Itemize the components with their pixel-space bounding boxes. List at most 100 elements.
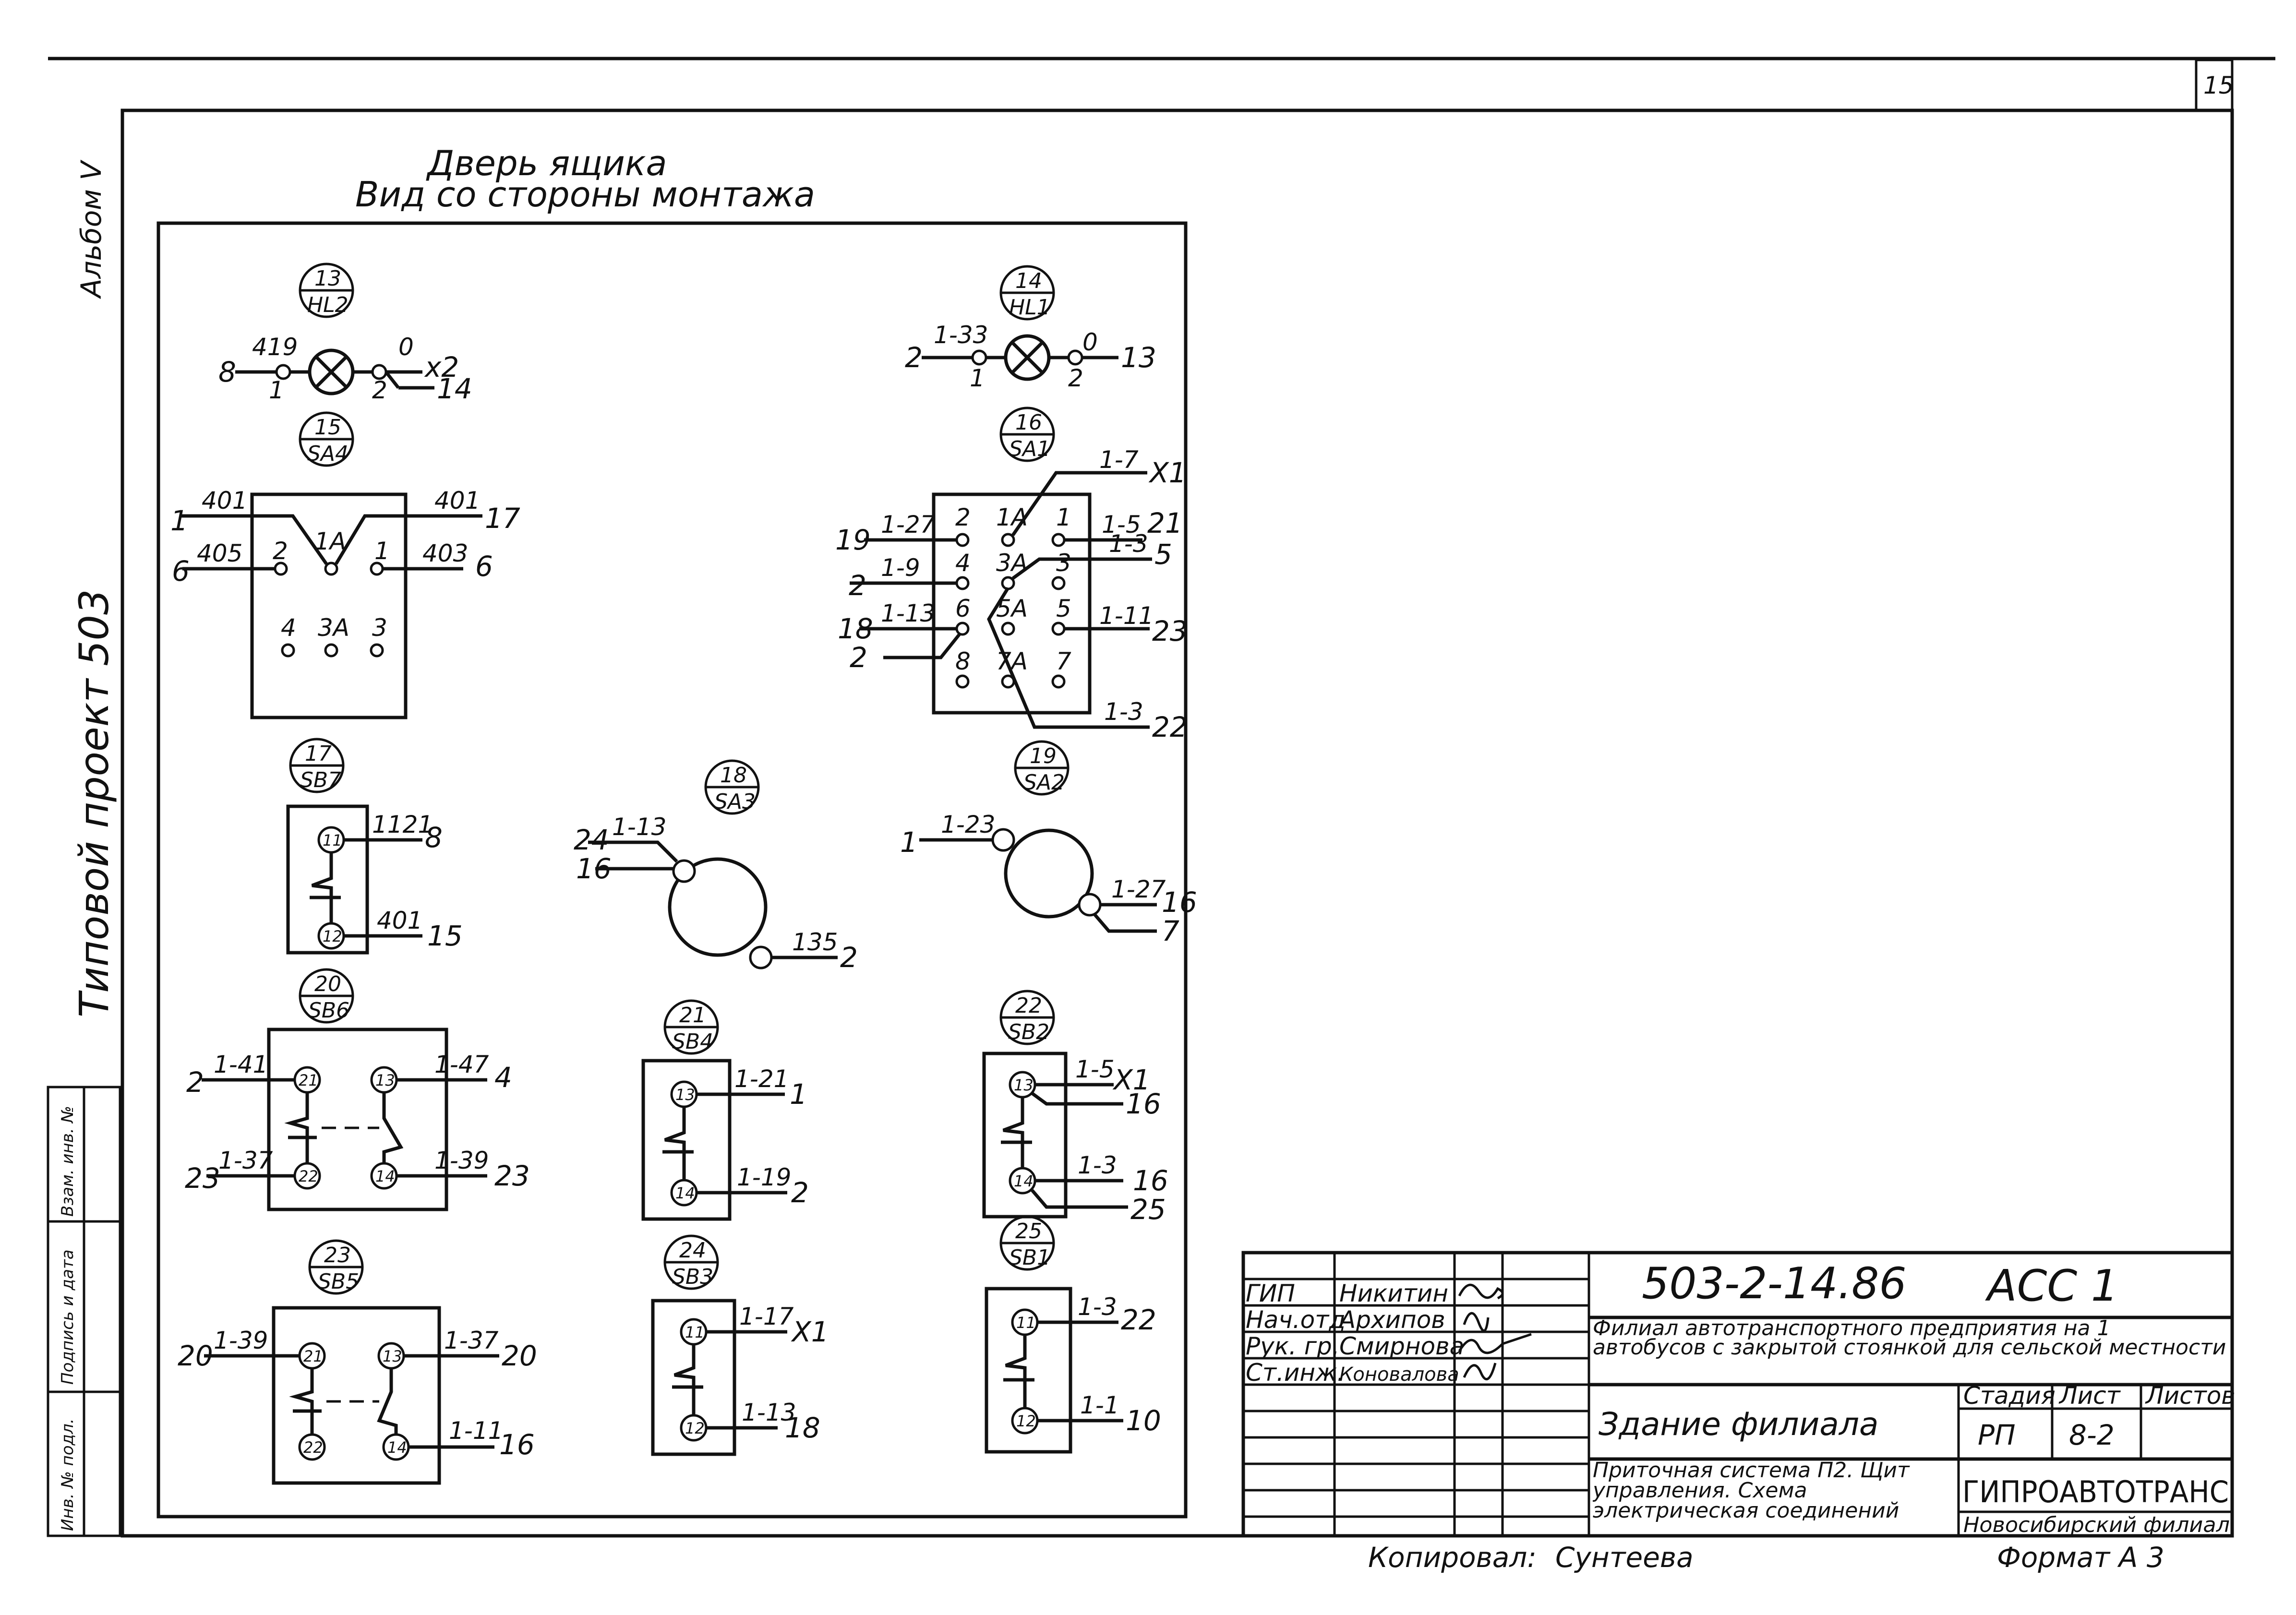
title-block: ГИП Нач.отд Рук. гр. Ст.инж. Никитин Арх…	[1241, 1251, 2236, 1538]
svg-text:SB3: SB3	[672, 1265, 713, 1289]
button-sb5: 23 SB5 21 13 22 14 1-39 20 1-37 20 1-11 …	[178, 1239, 537, 1485]
project-name: Филиал автотранспортного предприятия на …	[1593, 1319, 2226, 1360]
svg-text:X1: X1	[1148, 456, 1187, 489]
svg-text:13: 13	[383, 1347, 402, 1365]
side-stamp-inv: Инв. № подл.	[58, 1418, 77, 1531]
svg-text:x2: x2	[424, 351, 459, 383]
svg-text:SB4: SB4	[672, 1029, 713, 1054]
title-line2: Вид со стороны монтажа	[355, 174, 815, 215]
svg-text:1-9: 1-9	[881, 554, 920, 582]
copied-name: Сунтеева	[1555, 1541, 1694, 1574]
svg-text:X1: X1	[791, 1316, 829, 1348]
svg-text:5: 5	[1154, 538, 1172, 571]
svg-text:22: 22	[303, 1438, 323, 1457]
switch-sa4: 2 1A 1 4 3A 3 401 1 401 17 405 6 403 6	[170, 487, 520, 719]
svg-text:0: 0	[398, 333, 414, 361]
svg-text:12: 12	[1016, 1412, 1036, 1430]
svg-text:1-13: 1-13	[881, 599, 935, 627]
svg-text:8: 8	[218, 356, 236, 388]
svg-text:1-41: 1-41	[214, 1051, 268, 1078]
svg-text:22: 22	[1015, 993, 1042, 1018]
page-number-box	[2195, 59, 2234, 112]
svg-text:16: 16	[499, 1428, 535, 1461]
svg-text:8: 8	[425, 821, 443, 854]
stage-header: Стадия	[1963, 1382, 2056, 1410]
svg-text:16: 16	[1015, 410, 1042, 435]
svg-text:1A: 1A	[996, 503, 1028, 531]
svg-text:1-17: 1-17	[739, 1303, 794, 1330]
svg-text:2: 2	[372, 376, 387, 404]
svg-text:13: 13	[1121, 341, 1156, 374]
svg-text:1-1: 1-1	[1080, 1391, 1119, 1419]
organization: ГИПРОАВТОТРАНС	[1962, 1474, 2229, 1509]
button-sb7: 17 SB7 11 12 1121 8 401 15	[286, 738, 463, 955]
page-number: 15	[2203, 72, 2234, 99]
name-2: Смирнова	[1339, 1332, 1464, 1360]
name-1: Архипов	[1338, 1306, 1445, 1334]
svg-text:401: 401	[434, 487, 480, 514]
svg-text:1-3: 1-3	[1109, 530, 1148, 558]
svg-text:6: 6	[475, 550, 493, 583]
svg-text:11: 11	[323, 831, 342, 849]
svg-text:7: 7	[1162, 915, 1179, 947]
name-0: Никитин	[1339, 1280, 1448, 1307]
svg-text:14: 14	[1015, 269, 1042, 293]
button-sb6: 20 SB6 21 13 22 14 1-41 2 1-47 4 1-37 23…	[185, 968, 530, 1211]
svg-text:SB2: SB2	[1008, 1020, 1049, 1044]
svg-text:SA4: SA4	[307, 442, 349, 466]
building-name: Здание филиала	[1599, 1406, 1879, 1443]
svg-text:1-47: 1-47	[434, 1051, 489, 1078]
svg-text:HL2: HL2	[307, 293, 349, 317]
svg-text:6: 6	[955, 595, 971, 622]
svg-text:17: 17	[485, 502, 520, 535]
svg-text:20: 20	[178, 1340, 213, 1372]
svg-text:2: 2	[850, 641, 867, 674]
svg-text:2: 2	[186, 1066, 204, 1099]
svg-text:1-37: 1-37	[444, 1327, 499, 1354]
svg-text:20: 20	[314, 972, 341, 996]
svg-text:20: 20	[502, 1340, 537, 1372]
svg-text:4: 4	[494, 1061, 512, 1094]
svg-text:16: 16	[1133, 1164, 1168, 1197]
role-1: Нач.отд	[1246, 1306, 1346, 1334]
svg-text:14: 14	[375, 1167, 395, 1185]
svg-text:1A: 1A	[314, 527, 346, 555]
svg-text:23: 23	[494, 1160, 530, 1192]
svg-text:14: 14	[437, 372, 472, 405]
svg-text:1-5: 1-5	[1102, 511, 1141, 538]
svg-text:1-39: 1-39	[434, 1147, 489, 1174]
svg-text:21: 21	[679, 1003, 706, 1028]
format-label: Формат А 3	[1997, 1541, 2164, 1574]
doc-mark: АСС 1	[1985, 1261, 2118, 1311]
svg-text:1: 1	[170, 504, 188, 537]
svg-text:5: 5	[1056, 595, 1071, 622]
svg-text:0: 0	[1082, 328, 1098, 356]
svg-text:1-7: 1-7	[1099, 446, 1139, 474]
svg-text:22: 22	[299, 1167, 318, 1185]
svg-text:13: 13	[1014, 1076, 1034, 1094]
svg-text:1-19: 1-19	[737, 1163, 791, 1191]
button-sb2: 22 SB2 13 14 1-5 X1 16 1-3 16 25	[982, 990, 1168, 1226]
svg-text:1-27: 1-27	[881, 511, 936, 538]
svg-text:16: 16	[1162, 886, 1197, 919]
svg-text:1-33: 1-33	[934, 321, 988, 349]
name-3: Коновалова	[1339, 1364, 1459, 1386]
role-0: ГИП	[1246, 1280, 1295, 1307]
sheet-value: 8-2	[2069, 1419, 2115, 1451]
title-line1: Дверь ящика	[426, 143, 667, 183]
svg-text:4: 4	[955, 549, 971, 577]
lamp-hl2: 13 HL2 8 419 1 0 2 x2 14 15 SA4	[218, 263, 472, 467]
svg-text:4: 4	[281, 614, 296, 642]
svg-text:1-3: 1-3	[1078, 1293, 1117, 1321]
button-sb3: 24 SB3 11 12 1-17 X1 1-13 18	[651, 1234, 829, 1456]
svg-text:19: 19	[835, 524, 871, 556]
svg-text:3: 3	[372, 614, 387, 642]
project-label: Типовой проект 503	[71, 589, 118, 1017]
svg-text:23: 23	[185, 1162, 220, 1195]
side-stamp: Инв. № подл. Подпись и дата Взам. инв. №	[47, 1086, 121, 1537]
svg-text:SB7: SB7	[300, 768, 341, 792]
switch-sa1: 2 1A 1 4 3A 3 6 5A 5 8 7A 7 1-7 X1 1-27 …	[835, 446, 1188, 743]
svg-text:1: 1	[790, 1078, 807, 1111]
sheets-header: Листов	[2145, 1382, 2236, 1410]
svg-text:21: 21	[299, 1071, 318, 1089]
